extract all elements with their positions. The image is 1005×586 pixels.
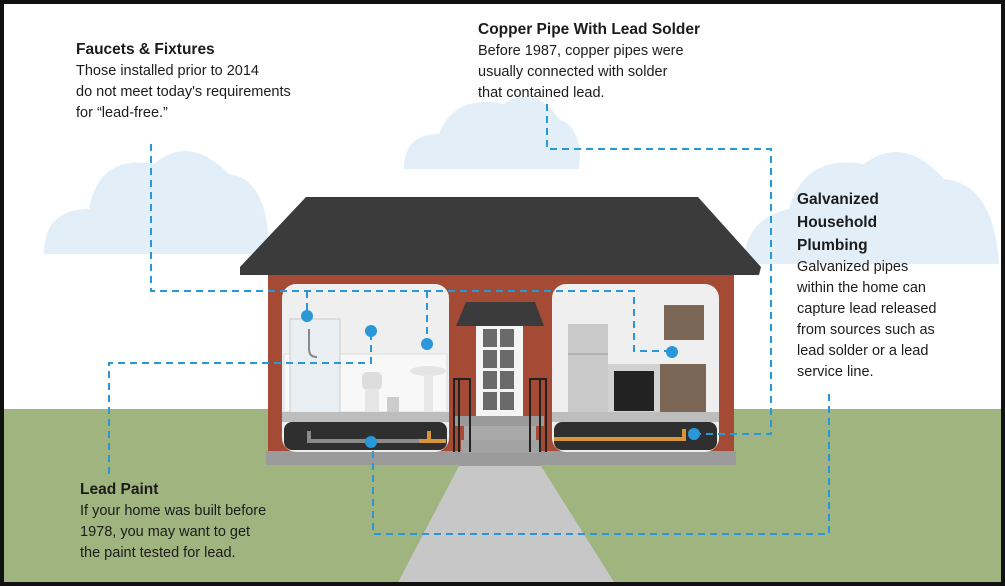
callout-line: If your home was built before bbox=[80, 503, 267, 519]
callout-line: service line. bbox=[797, 364, 874, 380]
cloud-left bbox=[44, 151, 269, 254]
cloud-right bbox=[744, 152, 999, 264]
callout-title: Galvanized bbox=[797, 191, 879, 208]
callout-line: usually connected with solder bbox=[478, 64, 668, 80]
sink-pedestal bbox=[424, 374, 433, 414]
callout-title: Copper Pipe With Lead Solder bbox=[478, 21, 701, 38]
copper-pipe-right bbox=[554, 429, 686, 441]
step-2 bbox=[461, 440, 539, 453]
door-canopy bbox=[456, 302, 544, 326]
marker-shower bbox=[301, 310, 313, 322]
callout-line: 1978, you may want to get bbox=[80, 524, 251, 540]
house-illustration bbox=[4, 96, 1001, 582]
callout-line: the paint tested for lead. bbox=[80, 545, 236, 561]
marker-bath-pipe bbox=[365, 436, 377, 448]
kitchen-crawlspace bbox=[554, 422, 717, 450]
marker-kitchen-faucet bbox=[666, 346, 678, 358]
showerhead bbox=[308, 329, 318, 358]
markers bbox=[301, 310, 700, 448]
roof bbox=[240, 197, 761, 275]
toilet-base bbox=[365, 389, 379, 414]
callout-line: that contained lead. bbox=[478, 85, 605, 101]
callout-line: lead solder or a lead bbox=[797, 343, 929, 359]
shower bbox=[289, 318, 341, 415]
copper-leader bbox=[546, 104, 772, 435]
front-walkway bbox=[398, 466, 614, 582]
callout-galvanized: Galvanized Household Plumbing Galvanized… bbox=[797, 188, 936, 383]
cloud-top bbox=[404, 96, 580, 169]
paint-leader bbox=[108, 331, 372, 474]
wastebasket bbox=[387, 397, 399, 414]
sink-basin bbox=[410, 366, 446, 376]
porch bbox=[454, 416, 544, 426]
galvanized-pipe-left bbox=[307, 431, 419, 443]
callout-line: Those installed prior to 2014 bbox=[76, 63, 259, 79]
callout-line: from sources such as bbox=[797, 322, 935, 338]
railing-right bbox=[529, 378, 547, 452]
bathroom-floor bbox=[282, 412, 449, 422]
callout-line: do not meet today's requirements bbox=[76, 84, 291, 100]
faucets-leader bbox=[150, 144, 672, 352]
callout-faucets: Faucets & Fixtures Those installed prior… bbox=[76, 38, 291, 124]
step-3 bbox=[459, 453, 541, 466]
callout-line: for “lead-free.” bbox=[76, 105, 168, 121]
lower-cabinets bbox=[660, 364, 706, 414]
callout-title: Plumbing bbox=[797, 237, 868, 254]
marker-kitchen-pipe bbox=[688, 428, 700, 440]
step-1 bbox=[464, 426, 536, 440]
callout-line: Before 1987, copper pipes were bbox=[478, 43, 684, 59]
railing-left bbox=[453, 378, 471, 452]
galvanized-leader bbox=[372, 394, 830, 535]
copper-pipe-left bbox=[419, 431, 446, 443]
refrigerator bbox=[568, 324, 608, 414]
toilet-tank bbox=[362, 372, 382, 390]
kitchen-floor bbox=[552, 412, 719, 422]
upper-cabinets bbox=[664, 305, 704, 340]
callout-line: capture lead released bbox=[797, 301, 937, 317]
callout-line: within the home can bbox=[797, 280, 926, 296]
callout-title: Faucets & Fixtures bbox=[76, 41, 215, 58]
marker-paint bbox=[365, 325, 377, 337]
callout-title: Lead Paint bbox=[80, 481, 159, 498]
callout-line: Galvanized pipes bbox=[797, 259, 909, 275]
clouds bbox=[44, 96, 999, 264]
callout-title: Household bbox=[797, 214, 878, 231]
door-panes bbox=[483, 329, 514, 410]
callout-paint: Lead Paint If your home was built before… bbox=[80, 478, 266, 564]
callout-copper: Copper Pipe With Lead Solder Before 1987… bbox=[478, 18, 700, 104]
oven bbox=[614, 371, 654, 411]
leader-lines bbox=[108, 104, 830, 535]
marker-bath-sink bbox=[421, 338, 433, 350]
